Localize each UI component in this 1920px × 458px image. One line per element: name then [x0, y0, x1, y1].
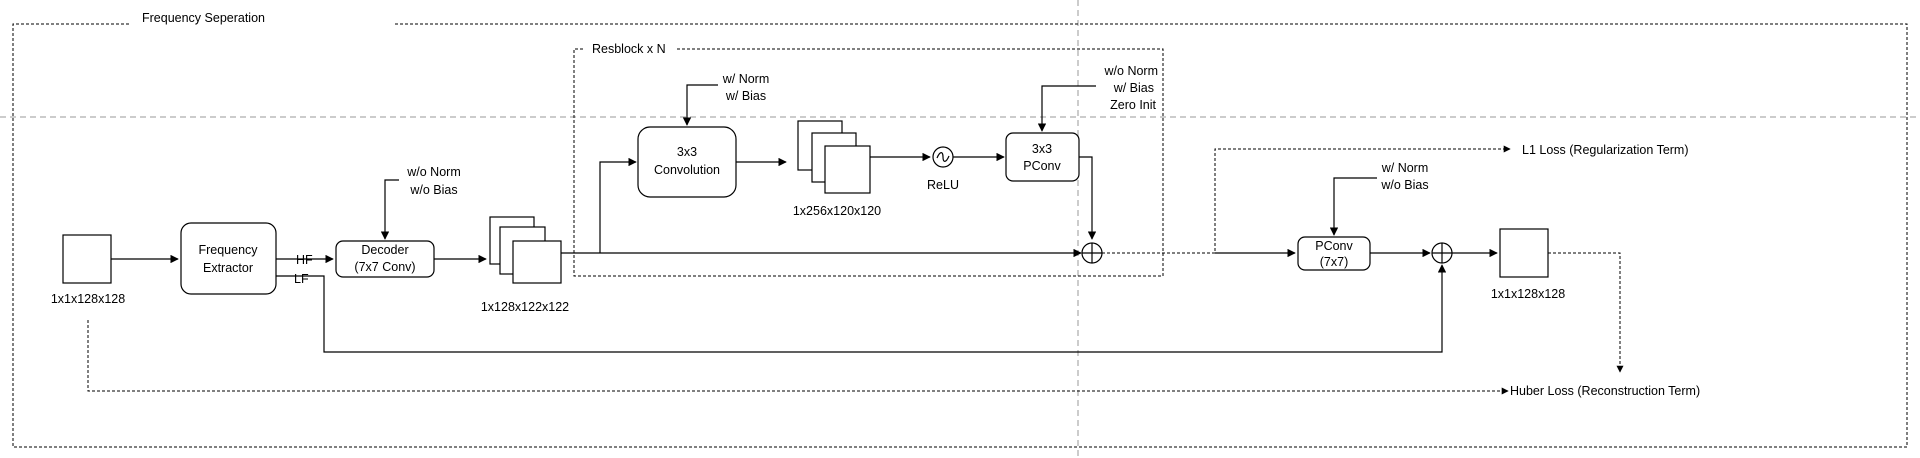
relu-wave-icon	[936, 152, 950, 162]
frequency-extractor-block	[180, 222, 277, 295]
output-tensor	[1499, 228, 1549, 278]
pconv3x3-annotation-line3: Zero Init	[1110, 98, 1156, 112]
pconv7x7-annotation-line1: w/ Norm	[1381, 161, 1429, 175]
conv3x3-label-line1: 3x3	[677, 145, 697, 159]
pconv7x7-annotation-line2: w/o Bias	[1380, 178, 1428, 192]
arrow-branch-to-conv	[599, 157, 637, 253]
arrow-lf-to-final-sum	[276, 264, 1447, 353]
pconv3x3-block	[1005, 132, 1080, 182]
decoder-output-shape-label: 1x128x122x122	[481, 300, 569, 314]
huber-loss-label: Huber Loss (Reconstruction Term)	[1510, 384, 1700, 398]
decoder-annotation-line2: w/o Bias	[409, 183, 457, 197]
hf-port-label: HF	[296, 253, 313, 267]
conv3x3-annotation-line2: w/ Bias	[725, 89, 766, 103]
arrow-pconv3x3-annotation	[1037, 85, 1096, 132]
frequency-separation-label: Frequency Seperation	[142, 11, 265, 25]
arrow-to-l1-loss	[1102, 145, 1511, 254]
conv3x3-block	[637, 126, 737, 198]
frequency-extractor-label-line2: Extractor	[203, 261, 253, 275]
conv3x3-annotation-line1: w/ Norm	[722, 72, 770, 86]
pconv7x7-label-line1: PConv	[1315, 239, 1353, 253]
decoder-output-stack-front	[512, 240, 562, 284]
conv-output-shape-label: 1x256x120x120	[793, 204, 881, 218]
l1-loss-label: L1 Loss (Regularization Term)	[1522, 143, 1689, 157]
pconv3x3-label-line1: 3x3	[1032, 142, 1052, 156]
frequency-extractor-label-line1: Frequency	[198, 243, 258, 257]
arrow-conv3x3-annotation	[682, 84, 718, 126]
input-tensor	[62, 234, 112, 284]
arrow-output-to-huber	[1548, 252, 1624, 373]
relu-label: ReLU	[927, 178, 959, 192]
decoder-label-line2: (7x7 Conv)	[354, 260, 415, 274]
conv-output-stack-front	[824, 145, 871, 194]
arrow-input-to-huber	[87, 320, 1509, 395]
arrow-pconv-to-sum	[1079, 156, 1097, 240]
arrow-decoder-annotation	[380, 179, 399, 240]
arrow-pconv7x7-annotation	[1329, 177, 1377, 236]
pconv7x7-label-line2: (7x7)	[1320, 255, 1348, 269]
output-shape-label: 1x1x128x128	[1491, 287, 1565, 301]
pconv3x3-annotation-line1: w/o Norm	[1104, 64, 1158, 78]
resblock-region	[573, 48, 1164, 277]
resblock-label: Resblock x N	[592, 42, 666, 56]
pconv3x3-annotation-line2: w/ Bias	[1113, 81, 1154, 95]
decoder-label-line1: Decoder	[361, 243, 408, 257]
conv3x3-label-line2: Convolution	[654, 163, 720, 177]
decoder-annotation-line1: w/o Norm	[406, 165, 460, 179]
frequency-separation-region	[12, 23, 1908, 448]
input-shape-label: 1x1x128x128	[51, 292, 125, 306]
pconv3x3-label-line2: PConv	[1023, 159, 1061, 173]
lf-port-label: LF	[294, 272, 309, 286]
